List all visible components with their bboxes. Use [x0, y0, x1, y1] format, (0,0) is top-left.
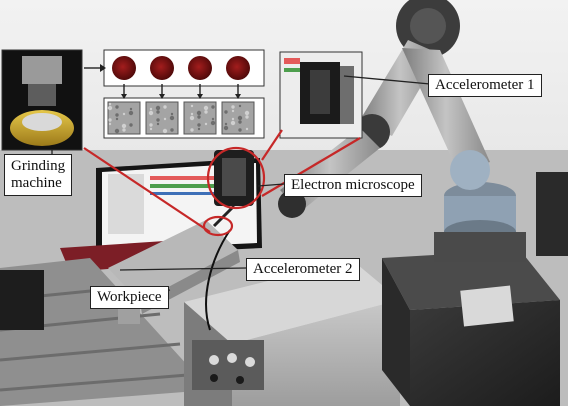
robot-arm	[278, 0, 490, 218]
robot-base	[434, 182, 526, 262]
accelerometer-2-label: Accelerometer 2	[246, 258, 360, 281]
grinding-machine-label: Grinding machine	[4, 154, 73, 196]
panel-arrows	[84, 64, 106, 72]
grinding-machine-label-line2: machine	[11, 175, 62, 191]
pump-unit	[382, 250, 560, 406]
right-rack	[536, 172, 568, 256]
grinding-machine-label-line1: Grinding	[11, 158, 66, 174]
electron-microscope-label: Electron microscope	[284, 174, 422, 197]
grinding-machine-inset	[1, 49, 83, 151]
accelerometer-1-label: Accelerometer 1	[428, 74, 542, 97]
electron-microscope-assembly	[212, 150, 254, 228]
red-annotations	[83, 129, 361, 237]
daq-chassis	[184, 260, 400, 406]
aluminum-rails	[0, 258, 210, 406]
workpiece-label: Workpiece	[90, 286, 169, 309]
sensor-cable	[205, 229, 231, 331]
microscope-inset	[279, 51, 363, 139]
